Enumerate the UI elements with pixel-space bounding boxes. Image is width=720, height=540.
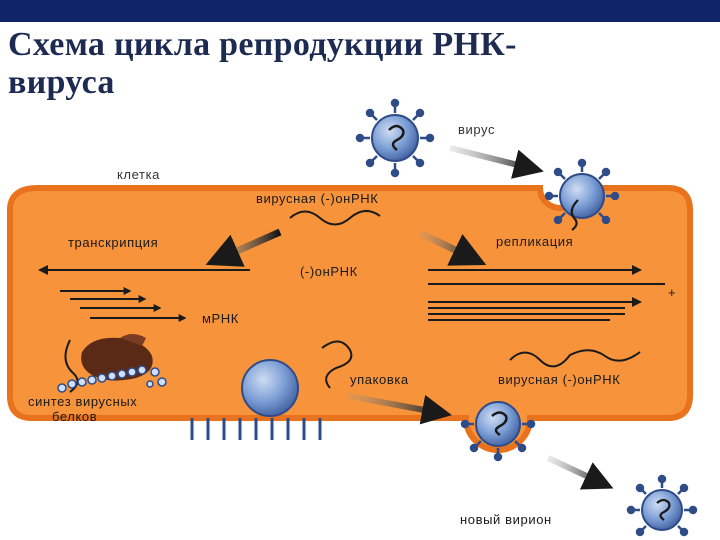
replication-strands — [428, 265, 665, 321]
label-new-virion: новый вирион — [460, 512, 552, 527]
viral-rna-strand-bottom — [509, 349, 641, 368]
virus-icon-budding — [460, 401, 536, 462]
viral-rna-strand-top — [289, 210, 381, 226]
arrow-release — [546, 455, 614, 490]
membrane-proteins — [190, 418, 322, 440]
arrow-packaging — [347, 393, 452, 425]
virus-icon-new-virion — [626, 474, 698, 537]
label-transcription: транскрипция — [68, 235, 158, 250]
top-banner — [0, 0, 720, 22]
virus-icon-top — [355, 98, 435, 178]
label-protein-synthesis-2: белков — [52, 409, 97, 424]
polypeptide-chain — [57, 365, 167, 393]
label-viral-rna-bottom: вирусная (-)онРНК — [498, 372, 620, 387]
label-plus-sign: + — [668, 285, 676, 300]
page-title: Схема цикла репродукции РНК- вируса — [8, 26, 708, 102]
virus-icon-entering — [544, 158, 620, 231]
arrow-replication — [418, 229, 487, 266]
arrow-entry — [449, 145, 544, 179]
label-packaging: упаковка — [350, 372, 409, 387]
title-line-1: Схема цикла репродукции РНК- — [8, 26, 517, 63]
label-mrna: мРНК — [202, 311, 239, 326]
label-minus-rna: (-)онРНК — [300, 264, 358, 279]
rna-strand-packaging — [321, 340, 353, 389]
title-line-2: вируса — [8, 64, 115, 101]
label-virus: вирус — [458, 122, 495, 137]
label-cell: клетка — [117, 167, 160, 182]
label-viral-rna-top: вирусная (-)онРНК — [256, 191, 378, 206]
capsid-sphere-icon — [241, 359, 299, 417]
transcription-strands — [38, 265, 250, 322]
arrow-transcription — [205, 228, 282, 267]
label-replication: репликация — [496, 234, 573, 249]
label-protein-synthesis-1: синтез вирусных — [28, 394, 137, 409]
